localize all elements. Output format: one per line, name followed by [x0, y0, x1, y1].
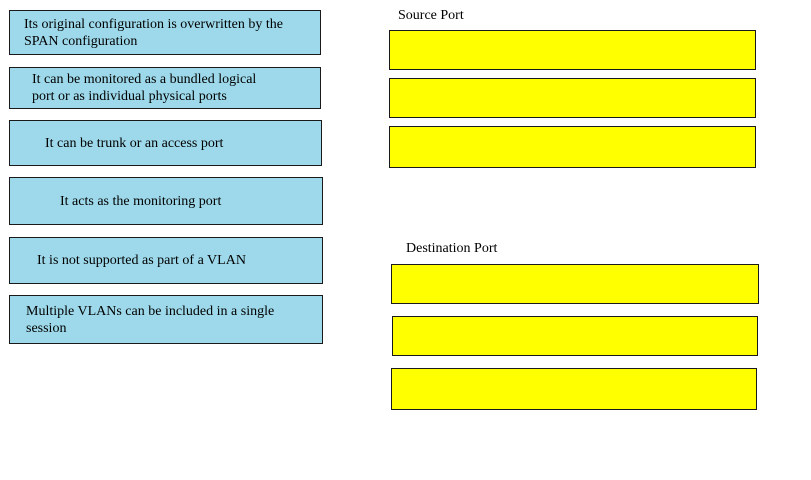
answer-card-5[interactable]: It is not supported as part of a VLAN	[9, 237, 323, 284]
answer-card-6[interactable]: Multiple VLANs can be included in a sing…	[9, 295, 323, 344]
destination-port-slot-3[interactable]	[391, 368, 757, 410]
destination-port-heading: Destination Port	[406, 241, 498, 256]
answer-card-3-text: It can be trunk or an access port	[45, 135, 224, 151]
source-port-slot-1[interactable]	[389, 30, 756, 70]
answer-card-2[interactable]: It can be monitored as a bundled logical…	[9, 67, 321, 109]
answer-card-5-text: It is not supported as part of a VLAN	[37, 253, 246, 268]
answer-card-4[interactable]: It acts as the monitoring port	[9, 177, 323, 225]
source-port-slot-2[interactable]	[389, 78, 756, 118]
source-port-slot-3[interactable]	[389, 126, 756, 168]
answer-card-3[interactable]: It can be trunk or an access port	[9, 120, 322, 166]
answer-card-2-text: It can be monitored as a bundled logical…	[32, 72, 257, 104]
destination-port-slot-2[interactable]	[392, 316, 758, 356]
source-port-heading: Source Port	[398, 8, 464, 23]
answer-card-4-text: It acts as the monitoring port	[60, 193, 222, 209]
answer-card-6-text: Multiple VLANs can be included in a sing…	[26, 303, 275, 336]
answer-card-1-text: Its original configuration is overwritte…	[24, 16, 283, 49]
answer-card-1[interactable]: Its original configuration is overwritte…	[9, 10, 321, 55]
destination-port-slot-1[interactable]	[391, 264, 759, 304]
